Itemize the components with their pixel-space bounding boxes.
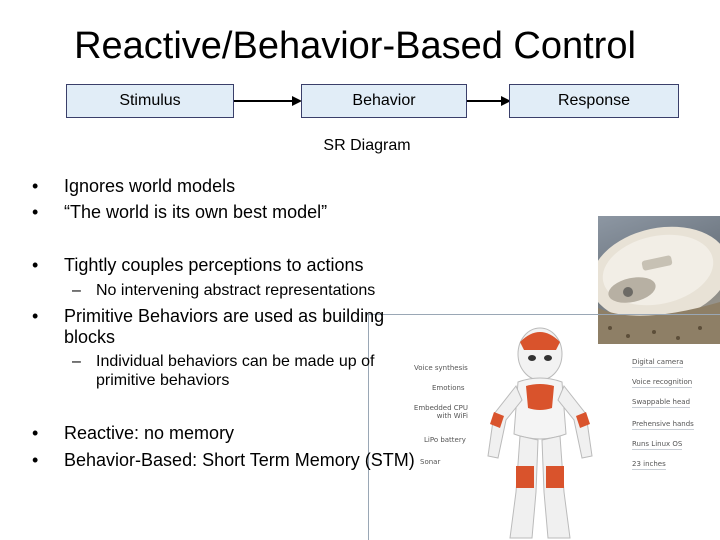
- behavior-box: Behavior: [301, 84, 467, 118]
- nao-label-sonar: Sonar: [420, 458, 441, 466]
- response-box: Response: [509, 84, 679, 118]
- bullet-text: Behavior-Based: Short Term Memory (STM): [64, 450, 415, 470]
- nao-label-lipo-battery: LiPo battery: [424, 436, 466, 444]
- bullet-reactive: • Reactive: no memory: [32, 423, 234, 444]
- bullet-text-line-1: Primitive Behaviors are used as building: [64, 306, 385, 326]
- bullet-text: Reactive: no memory: [64, 423, 235, 443]
- stimulus-to-behavior-arrow: [234, 96, 302, 106]
- bullet-text: Ignores world models: [64, 176, 236, 196]
- nao-label-emotions: Emotions: [432, 384, 465, 392]
- bullet-marker: •: [32, 306, 39, 326]
- nao-label-runs-linux: Runs Linux OS: [632, 440, 683, 450]
- sub-bullet-no-abstract: – No intervening abstract representation…: [72, 281, 375, 300]
- robot-vacuum-illustration: [598, 226, 720, 344]
- slide-title: Reactive/Behavior-Based Control: [74, 25, 636, 67]
- bullet-marker: •: [32, 176, 39, 196]
- stimulus-box: Stimulus: [66, 84, 234, 118]
- behavior-to-response-arrow: [467, 96, 511, 106]
- bullet-marker: •: [32, 202, 39, 222]
- bullet-text: “The world is its own best model”: [64, 202, 328, 222]
- robot-vacuum-image: [598, 216, 720, 344]
- bullet-marker: •: [32, 423, 39, 443]
- bullet-own-best-model: • “The world is its own best model”: [32, 202, 327, 223]
- response-label: Response: [557, 92, 631, 109]
- nao-label-height: 23 inches: [632, 460, 666, 470]
- nao-robot-figure-frame: [368, 314, 720, 540]
- sub-bullet-text: No intervening abstract representations: [96, 282, 376, 299]
- nao-label-swappable-head: Swappable head: [632, 398, 691, 408]
- bullet-marker: •: [32, 255, 39, 275]
- bullet-marker: •: [32, 450, 39, 470]
- bullet-text-line-2: blocks: [64, 327, 116, 347]
- diagram-caption: SR Diagram: [323, 137, 411, 154]
- sub-bullet-individual-behaviors: – Individual behaviors can be made up of…: [72, 352, 374, 390]
- nao-label-embedded-cpu: Embedded CPU with WiFi: [413, 404, 468, 420]
- nao-robot-image: [487, 327, 593, 539]
- behavior-label: Behavior: [352, 92, 416, 109]
- bullet-text: Tightly couples perceptions to actions: [64, 255, 364, 275]
- bullet-text: Primitive Behaviors are used as building…: [64, 306, 384, 348]
- bullet-primitive-behaviors: • Primitive Behaviors are used as buildi…: [32, 306, 384, 348]
- bullet-ignores-world-models: • Ignores world models: [32, 176, 235, 197]
- sub-bullet-text-line-2: primitive behaviors: [96, 372, 230, 389]
- nao-label-prehensive-hands: Prehensive hands: [632, 420, 694, 430]
- nao-label-voice-synthesis: Voice synthesis: [414, 364, 468, 372]
- sub-bullet-text: Individual behaviors can be made up of p…: [96, 352, 374, 390]
- sub-bullet-marker: –: [72, 282, 81, 299]
- sub-bullet-text-line-1: Individual behaviors can be made up of: [96, 353, 375, 370]
- bullet-tightly-couples: • Tightly couples perceptions to actions: [32, 255, 364, 276]
- stimulus-label: Stimulus: [119, 92, 181, 109]
- sub-bullet-marker: –: [72, 353, 81, 370]
- nao-label-digital-camera: Digital camera: [632, 358, 684, 368]
- bullet-behavior-based: • Behavior-Based: Short Term Memory (STM…: [32, 450, 415, 471]
- nao-label-voice-recognition: Voice recognition: [632, 378, 693, 388]
